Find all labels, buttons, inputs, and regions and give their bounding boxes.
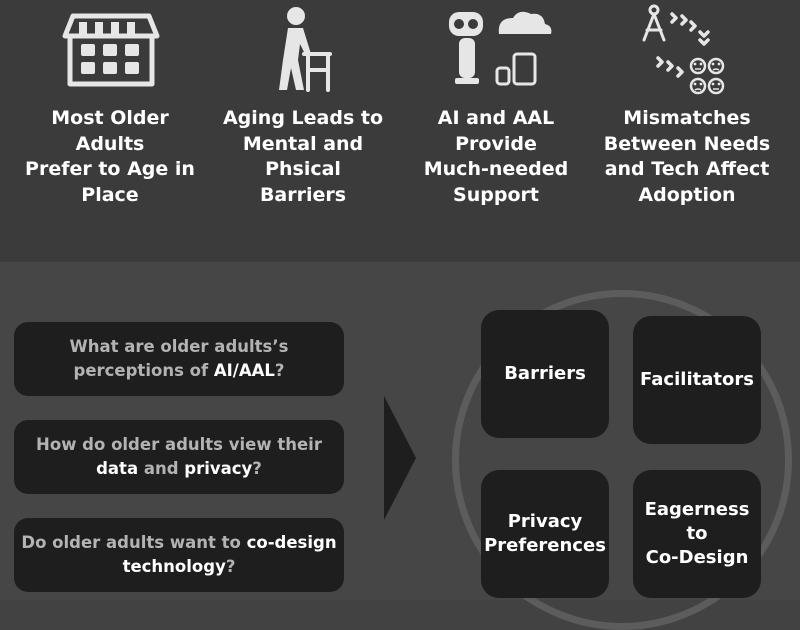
robot-cloud-devices-icon bbox=[449, 11, 552, 86]
question-emphasis: data bbox=[96, 459, 139, 478]
question-connector: and bbox=[138, 459, 185, 478]
compass-arrows-faces-icon bbox=[642, 4, 725, 95]
chevron-right-arrow-icon bbox=[384, 396, 416, 520]
outcome-eagerness-to-co-design: Eagerness to Co-Design bbox=[633, 470, 761, 598]
topic-title: AI and AAL Provide Much-needed Support bbox=[423, 107, 569, 206]
question-text: What are older adults’s perceptions of bbox=[69, 337, 289, 380]
question-text: How do older adults view their bbox=[36, 435, 322, 454]
motivation-band bbox=[0, 0, 800, 262]
topic-age-in-place: Most Older Adults Prefer to Age in Place bbox=[15, 0, 205, 262]
question-punctuation: ? bbox=[225, 557, 236, 576]
topic-title: Most Older Adults Prefer to Age in Place bbox=[25, 107, 195, 206]
outcome-barriers: Barriers bbox=[481, 310, 609, 438]
question-perceptions: What are older adults’s perceptions of A… bbox=[14, 322, 344, 396]
topic-title: Aging Leads to Mental and Phsical Barrie… bbox=[222, 107, 384, 206]
topic-ai-aal-support: AI and AAL Provide Much-needed Support bbox=[401, 0, 591, 262]
storefront-house-icon bbox=[62, 13, 160, 87]
question-emphasis: privacy bbox=[184, 459, 253, 478]
outcome-facilitators: Facilitators bbox=[633, 316, 761, 444]
question-co-design: Do older adults want to co-design techno… bbox=[14, 518, 344, 592]
question-emphasis: co-design technology bbox=[122, 533, 337, 576]
person-with-walker-icon bbox=[279, 7, 332, 92]
topic-aging-barriers: Aging Leads to Mental and Phsical Barrie… bbox=[208, 0, 398, 262]
question-punctuation: ? bbox=[252, 459, 262, 478]
topic-title: Mismatches Between Needs and Tech Affect… bbox=[603, 107, 771, 206]
topic-needs-mismatch: Mismatches Between Needs and Tech Affect… bbox=[592, 0, 782, 262]
question-text: Do older adults want to bbox=[21, 533, 247, 552]
outcome-privacy-preferences: Privacy Preferences bbox=[481, 470, 609, 598]
question-data-privacy: How do older adults view their data and … bbox=[14, 420, 344, 494]
question-punctuation: ? bbox=[274, 361, 285, 380]
question-emphasis: AI/AAL bbox=[213, 361, 275, 380]
